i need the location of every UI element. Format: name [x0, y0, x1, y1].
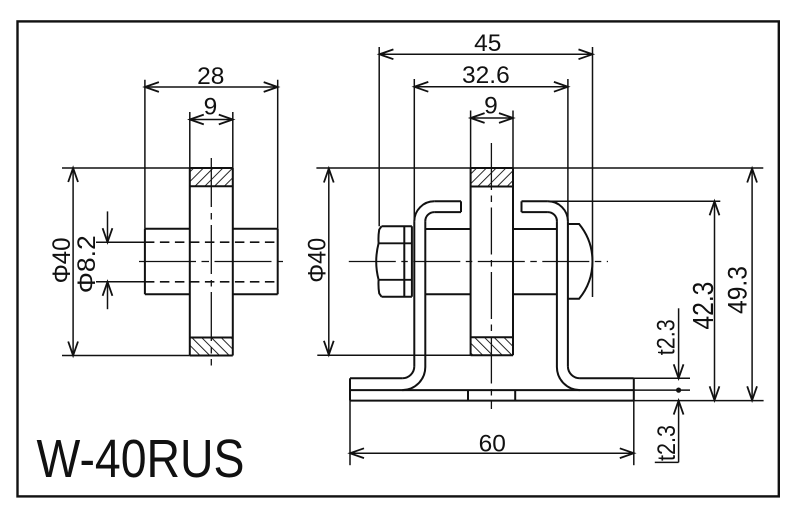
svg-text:28: 28 — [197, 63, 224, 90]
svg-text:Φ40: Φ40 — [48, 237, 76, 283]
svg-text:t2.3: t2.3 — [653, 425, 681, 461]
svg-text:49.3: 49.3 — [723, 266, 753, 314]
svg-text:42.3: 42.3 — [688, 282, 720, 330]
svg-text:W-40RUS: W-40RUS — [37, 429, 245, 489]
svg-text:t2.3: t2.3 — [652, 319, 680, 355]
svg-text:9: 9 — [204, 94, 218, 121]
svg-text:32.6: 32.6 — [462, 62, 510, 89]
svg-text:Φ40: Φ40 — [303, 238, 331, 283]
svg-text:60: 60 — [479, 430, 506, 457]
svg-text:45: 45 — [474, 30, 501, 57]
svg-text:9: 9 — [484, 93, 498, 120]
svg-text:Φ8.2: Φ8.2 — [73, 235, 101, 293]
